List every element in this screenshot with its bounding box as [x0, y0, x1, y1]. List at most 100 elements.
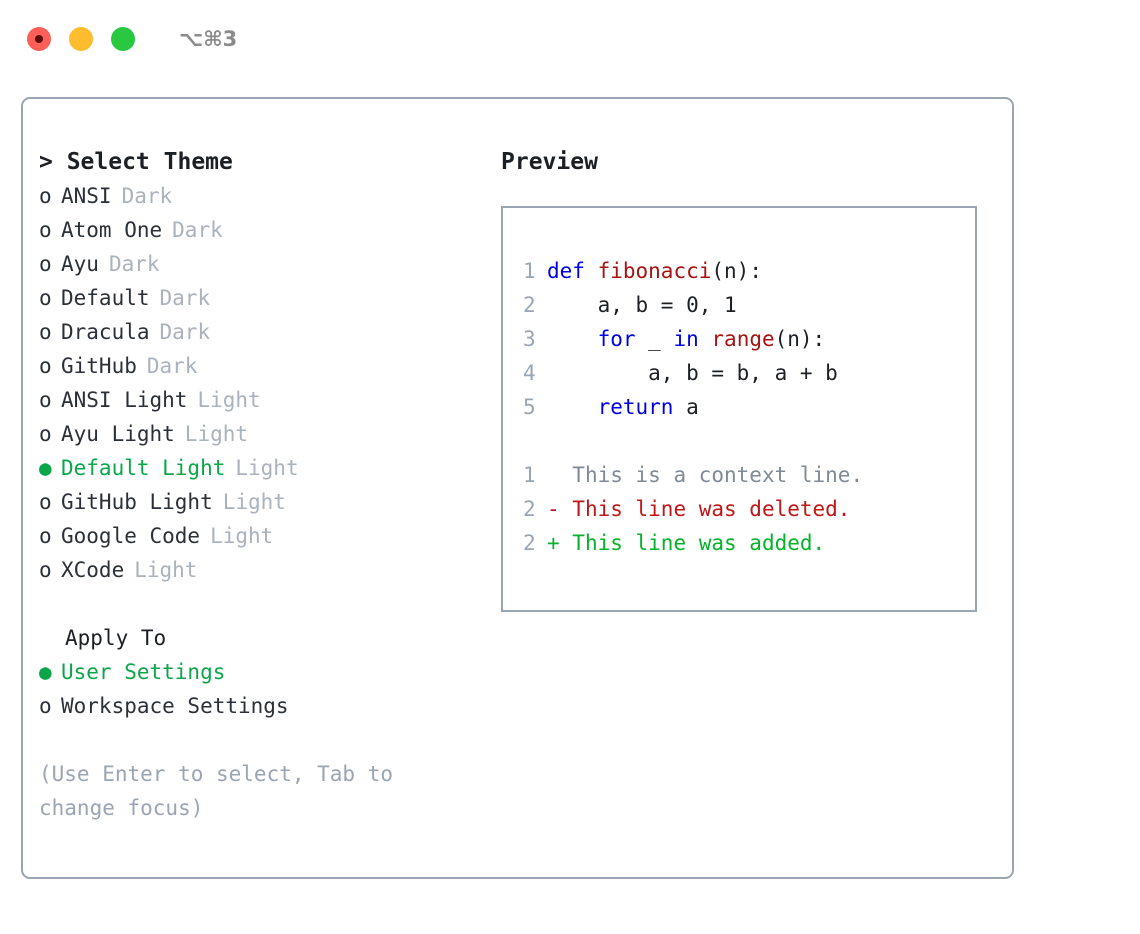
- preview-spacer: [503, 424, 975, 458]
- theme-option-github-light[interactable]: o GitHub Light Light: [39, 485, 501, 519]
- code-line-number: 2: [523, 293, 536, 317]
- traffic-light-group: [27, 27, 135, 51]
- theme-option-label: Default: [61, 286, 150, 310]
- close-window-button[interactable]: [27, 27, 51, 51]
- diff-sample-block: 1 This is a context line.2- This line wa…: [503, 458, 975, 560]
- theme-option-label: ANSI: [61, 184, 112, 208]
- radio-unselected-icon: o: [39, 320, 52, 344]
- code-line-number: 1: [523, 259, 536, 283]
- code-token: for: [597, 327, 636, 351]
- code-line-content: def fibonacci(n):: [547, 254, 762, 288]
- theme-variant-tag: Light: [210, 524, 274, 548]
- theme-option-label: Ayu: [61, 252, 99, 276]
- theme-variant-tag: Light: [197, 388, 261, 412]
- code-line-number: 3: [523, 327, 536, 351]
- code-line-content: a, b = 0, 1: [547, 288, 737, 322]
- diff-marker-icon: +: [547, 531, 560, 555]
- theme-option-label: Dracula: [61, 320, 150, 344]
- radio-unselected-icon: o: [39, 252, 52, 276]
- radio-selected-icon: ●: [39, 456, 52, 480]
- radio-selected-icon: ●: [39, 660, 52, 684]
- minimize-window-button[interactable]: [69, 27, 93, 51]
- diff-line-text: This is a context line.: [559, 463, 864, 487]
- apply-to-option-list: ● User Settings o Workspace Settings: [39, 655, 501, 723]
- code-token: def: [547, 259, 585, 283]
- apply-to-option-workspace-settings[interactable]: o Workspace Settings: [39, 689, 501, 723]
- radio-unselected-icon: o: [39, 558, 52, 582]
- theme-option-label: Google Code: [61, 524, 201, 548]
- theme-option-label: XCode: [61, 558, 125, 582]
- theme-variant-tag: Dark: [121, 184, 173, 208]
- code-token: range: [711, 327, 775, 351]
- maximize-window-button[interactable]: [111, 27, 135, 51]
- radio-unselected-icon: o: [39, 490, 52, 514]
- theme-variant-tag: Dark: [108, 252, 160, 276]
- theme-variant-tag: Light: [222, 490, 286, 514]
- code-token: [699, 327, 712, 351]
- theme-variant-tag: Light: [184, 422, 249, 446]
- diff-line-ctx: 1 This is a context line.: [503, 458, 975, 492]
- radio-unselected-icon: o: [39, 184, 52, 208]
- code-token: [585, 259, 598, 283]
- radio-unselected-icon: o: [39, 354, 52, 378]
- code-line: 1 def fibonacci(n):: [503, 254, 975, 288]
- keyboard-hint-text: (Use Enter to select, Tab to change focu…: [39, 762, 406, 820]
- theme-option-dracula[interactable]: o Dracula Dark: [39, 315, 501, 349]
- code-token: a: [673, 395, 699, 419]
- select-theme-heading: > Select Theme: [39, 149, 233, 175]
- theme-option-default-light[interactable]: ● Default Light Light: [39, 451, 501, 485]
- apply-to-option-user-settings[interactable]: ● User Settings: [39, 655, 501, 689]
- theme-variant-tag: Dark: [172, 218, 223, 242]
- code-token: a, b = b, a + b: [547, 361, 838, 385]
- code-line-content: return a: [547, 390, 699, 424]
- theme-option-label: GitHub: [61, 354, 137, 378]
- preview-heading: Preview: [501, 149, 598, 175]
- code-token: in: [673, 327, 699, 351]
- code-token: (n):: [711, 259, 762, 283]
- code-token: fibonacci: [597, 259, 712, 283]
- diff-line-del: 2- This line was deleted.: [503, 492, 975, 526]
- theme-variant-tag: Dark: [159, 286, 211, 310]
- radio-unselected-icon: o: [39, 694, 52, 718]
- code-token: [547, 327, 598, 351]
- theme-option-atom-one[interactable]: o Atom One Dark: [39, 213, 501, 247]
- apply-to-option-label: User Settings: [61, 660, 226, 684]
- code-token: a, b = 0, 1: [547, 293, 737, 317]
- code-token: _: [635, 327, 674, 351]
- theme-option-ayu[interactable]: o Ayu Dark: [39, 247, 501, 281]
- code-token: return: [597, 395, 674, 419]
- diff-line-number: 1: [523, 463, 536, 487]
- diff-marker-icon: -: [547, 497, 560, 521]
- theme-option-label: Atom One: [61, 218, 163, 242]
- diff-marker-icon: [547, 458, 560, 492]
- code-line: 5 return a: [503, 390, 975, 424]
- code-line: 2 a, b = 0, 1: [503, 288, 975, 322]
- code-line-number: 4: [523, 361, 536, 385]
- theme-variant-tag: Light: [235, 456, 299, 480]
- code-token: [547, 395, 598, 419]
- diff-line-number: 2: [523, 497, 536, 521]
- radio-unselected-icon: o: [39, 422, 52, 446]
- theme-option-ansi[interactable]: o ANSI Dark: [39, 179, 501, 213]
- theme-option-label: Default Light: [61, 456, 226, 480]
- theme-option-label: GitHub Light: [61, 490, 213, 514]
- radio-unselected-icon: o: [39, 218, 52, 242]
- diff-line-text: This line was deleted.: [559, 497, 851, 521]
- code-line-content: for _ in range(n):: [547, 322, 826, 356]
- window-shortcut-label: ⌥⌘3: [179, 27, 238, 51]
- code-line: 3 for _ in range(n):: [503, 322, 975, 356]
- apply-to-option-label: Workspace Settings: [61, 694, 289, 718]
- code-line: 4 a, b = b, a + b: [503, 356, 975, 390]
- theme-variant-tag: Dark: [159, 320, 211, 344]
